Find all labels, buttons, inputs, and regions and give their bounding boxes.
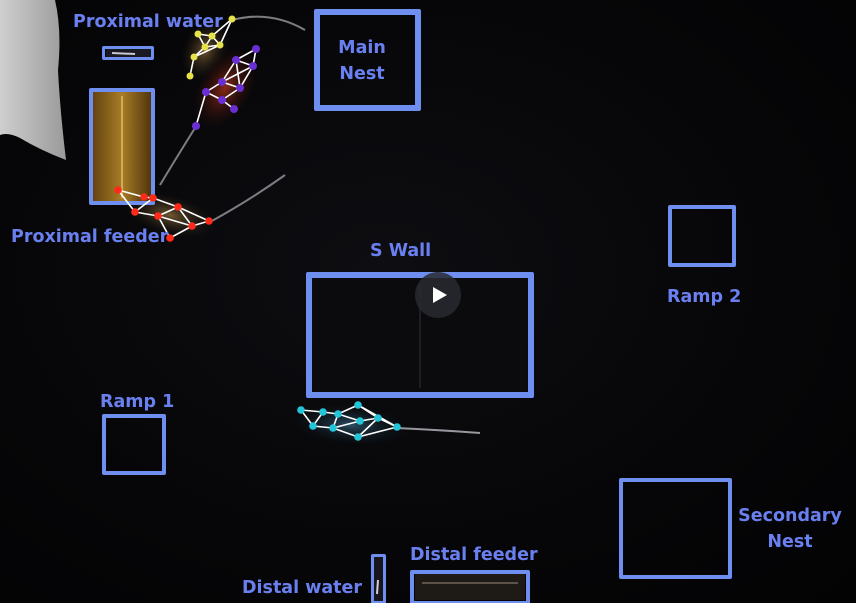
label-ramp-2: Ramp 2	[667, 287, 742, 307]
label-s-wall: S Wall	[370, 241, 432, 261]
rat-tail-red	[209, 174, 286, 223]
label-secondary-nest-line1: Secondary	[738, 506, 842, 526]
rat-tail-purple	[159, 127, 196, 186]
zone-proximal-feeder	[89, 88, 155, 205]
zone-ramp-2	[668, 205, 736, 267]
water-spout	[111, 52, 136, 55]
pose-skeleton-yellow	[186, 15, 236, 80]
zone-proximal-water	[102, 46, 154, 60]
arena-wall-object	[0, 0, 66, 160]
zone-secondary-nest	[619, 478, 732, 579]
keypoints-purple	[192, 45, 260, 130]
label-secondary-nest-line2: Nest	[767, 532, 813, 552]
rat-tail-yellow	[231, 15, 306, 31]
distal-water-spout	[376, 579, 379, 595]
zone-ramp-1	[102, 414, 166, 475]
pose-skeleton-cyan	[297, 401, 401, 441]
distal-feeder-body	[415, 574, 525, 600]
zone-distal-feeder	[410, 570, 530, 603]
rat-tail-cyan	[395, 427, 481, 434]
distal-water-bottle	[374, 557, 383, 601]
label-ramp-1: Ramp 1	[100, 392, 175, 412]
label-main-nest-line2: Nest	[339, 64, 385, 84]
zone-s-wall	[306, 272, 534, 398]
keypoints-yellow	[186, 15, 236, 80]
label-proximal-water: Proximal water	[73, 12, 223, 32]
keypoints-red	[114, 186, 213, 242]
play-button[interactable]	[415, 272, 461, 318]
label-proximal-feeder: Proximal feeder	[11, 227, 169, 247]
pose-skeleton-purple	[192, 45, 260, 130]
label-distal-water: Distal water	[242, 578, 363, 598]
rat-body-purple	[193, 47, 257, 129]
play-icon	[433, 287, 447, 303]
label-distal-feeder: Distal feeder	[410, 545, 538, 565]
pose-skeleton-red	[114, 186, 213, 242]
label-main-nest-line1: Main	[338, 38, 386, 58]
zone-distal-water	[371, 554, 386, 603]
keypoints-cyan	[297, 401, 401, 441]
zone-main-nest	[314, 9, 421, 111]
